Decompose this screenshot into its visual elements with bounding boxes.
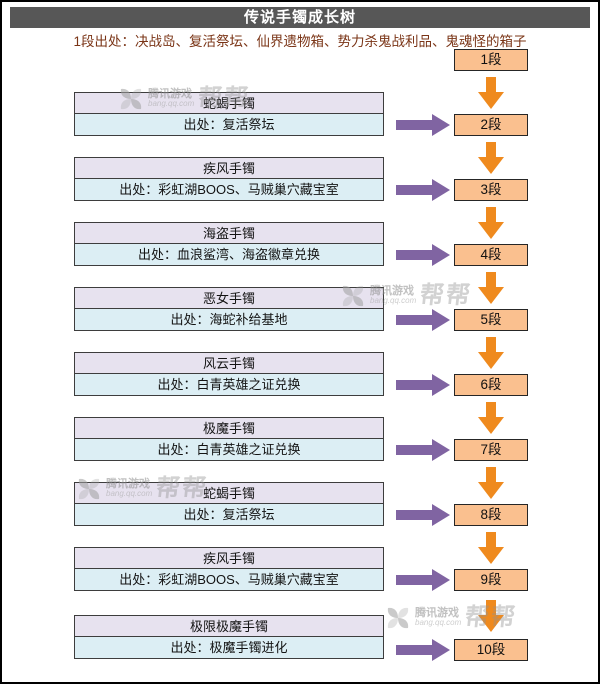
bracelet-source: 出处：血浪鲨湾、海盗徽章兑换 — [75, 244, 383, 265]
right-arrow-icon — [396, 114, 450, 136]
bracelet-box: 极限极魔手镯 出处：极魔手镯进化 — [74, 615, 384, 659]
bracelet-name: 风云手镯 — [75, 353, 383, 374]
stage-box-7: 7段 — [454, 439, 528, 461]
bracelet-source: 出处：复活祭坛 — [75, 114, 383, 135]
watermark-brand: 腾讯游戏 — [415, 607, 459, 619]
bracelet-source: 出处：复活祭坛 — [75, 504, 383, 525]
bracelet-name: 蛇蝎手镯 — [75, 483, 383, 504]
bracelet-box: 蛇蝎手镯 出处：复活祭坛 — [74, 92, 384, 136]
bracelet-source: 出处：白青英雄之证兑换 — [75, 374, 383, 395]
bracelet-name: 恶女手镯 — [75, 288, 383, 309]
bracelet-name: 蛇蝎手镯 — [75, 93, 383, 114]
stage-box-8: 8段 — [454, 504, 528, 526]
right-arrow-icon — [396, 569, 450, 591]
bracelet-box: 恶女手镯 出处：海蛇补给基地 — [74, 287, 384, 331]
tencent-games-logo-icon — [387, 607, 409, 629]
stage-box-2: 2段 — [454, 114, 528, 136]
stage-box-1: 1段 — [454, 49, 528, 71]
right-arrow-icon — [396, 179, 450, 201]
watermark-url: bang.qq.com — [415, 618, 462, 627]
bracelet-box: 疾风手镯 出处：彩虹湖BOOS、马贼巢穴藏宝室 — [74, 157, 384, 201]
down-arrow-icon — [478, 467, 504, 499]
bracelet-box: 风云手镯 出处：白青英雄之证兑换 — [74, 352, 384, 396]
down-arrow-icon — [478, 77, 504, 109]
bracelet-source: 出处：彩虹湖BOOS、马贼巢穴藏宝室 — [75, 179, 383, 200]
right-arrow-icon — [396, 639, 450, 661]
bracelet-box: 极魔手镯 出处：白青英雄之证兑换 — [74, 417, 384, 461]
bracelet-name: 疾风手镯 — [75, 548, 383, 569]
right-arrow-icon — [396, 374, 450, 396]
stage-box-10: 10段 — [454, 639, 528, 661]
stage1-source-note: 1段出处：决战岛、复活祭坛、仙界遗物箱、势力杀鬼战利品、鬼魂怪的箱子 — [73, 34, 527, 49]
stage-box-9: 9段 — [454, 569, 528, 591]
page-title: 传说手镯成长树 — [10, 7, 590, 28]
right-arrow-icon — [396, 439, 450, 461]
bracelet-box: 海盗手镯 出处：血浪鲨湾、海盗徽章兑换 — [74, 222, 384, 266]
stage-box-6: 6段 — [454, 374, 528, 396]
right-arrow-icon — [396, 504, 450, 526]
down-arrow-icon — [478, 142, 504, 174]
bracelet-source: 出处：彩虹湖BOOS、马贼巢穴藏宝室 — [75, 569, 383, 590]
bracelet-name: 海盗手镯 — [75, 223, 383, 244]
watermark-badge: 帮帮 — [418, 282, 474, 309]
down-arrow-icon — [478, 272, 504, 304]
bracelet-name: 极魔手镯 — [75, 418, 383, 439]
bracelet-box: 疾风手镯 出处：彩虹湖BOOS、马贼巢穴藏宝室 — [74, 547, 384, 591]
bracelet-source: 出处：海蛇补给基地 — [75, 309, 383, 330]
down-arrow-icon — [478, 600, 504, 632]
bracelet-box: 蛇蝎手镯 出处：复活祭坛 — [74, 482, 384, 526]
right-arrow-icon — [396, 309, 450, 331]
stage-box-4: 4段 — [454, 244, 528, 266]
bracelet-name: 疾风手镯 — [75, 158, 383, 179]
stage-box-5: 5段 — [454, 309, 528, 331]
down-arrow-icon — [478, 207, 504, 239]
bracelet-name: 极限极魔手镯 — [75, 616, 383, 637]
right-arrow-icon — [396, 244, 450, 266]
bracelet-source: 出处：白青英雄之证兑换 — [75, 439, 383, 460]
bracelet-source: 出处：极魔手镯进化 — [75, 637, 383, 658]
down-arrow-icon — [478, 532, 504, 564]
down-arrow-icon — [478, 337, 504, 369]
down-arrow-icon — [478, 402, 504, 434]
stage-box-3: 3段 — [454, 179, 528, 201]
